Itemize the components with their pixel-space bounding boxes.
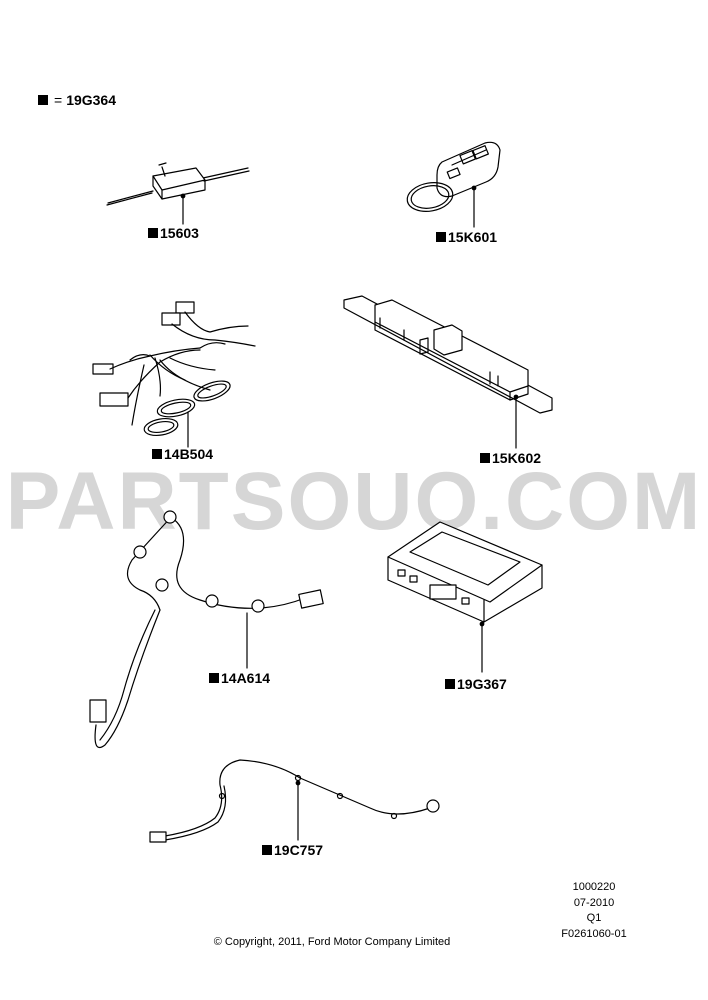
meta-figure: F0261060-01 [561, 927, 627, 940]
legend: =19G364 [38, 92, 116, 108]
module-19G367-drawing [387, 521, 543, 673]
antenna-15603-drawing [106, 162, 250, 225]
part-number: 14A614 [221, 670, 271, 686]
meta-quarter: Q1 [586, 912, 602, 924]
legend-meaning: 19G364 [66, 92, 117, 108]
legend-equals: = [54, 92, 63, 108]
part-label-15K602[interactable]: 15K602 [480, 450, 541, 466]
illustration-metadata: 1000220 07-2010 Q1 F0261060-01 [556, 880, 632, 942]
harness-14A614-drawing [89, 510, 324, 749]
square-symbol-icon [262, 845, 272, 855]
watermark-text: PARTSOUQ.COM [5, 456, 703, 547]
square-symbol-icon [38, 95, 48, 105]
square-symbol-icon [148, 228, 158, 238]
meta-date: 07-2010 [573, 896, 615, 909]
square-symbol-icon [436, 232, 446, 242]
harness-14B504-drawing [92, 301, 256, 448]
part-label-15603[interactable]: 15603 [148, 225, 199, 241]
part-label-19C757[interactable]: 19C757 [262, 842, 323, 858]
square-symbol-icon [209, 673, 219, 683]
part-label-14B504[interactable]: 14B504 [152, 446, 213, 462]
part-label-19G367[interactable]: 19G367 [445, 676, 507, 692]
copyright-notice: © Copyright, 2011, Ford Motor Company Li… [213, 936, 451, 948]
module-15K602-drawing [343, 295, 553, 449]
part-label-15K601[interactable]: 15K601 [436, 229, 497, 245]
square-symbol-icon [152, 449, 162, 459]
part-number: 15K601 [448, 229, 498, 245]
square-symbol-icon [480, 453, 490, 463]
key-fob-15K601-drawing [406, 141, 501, 228]
part-number: 19G367 [457, 676, 507, 692]
square-symbol-icon [445, 679, 455, 689]
part-label-14A614[interactable]: 14A614 [209, 670, 270, 686]
part-number: 14B504 [164, 446, 214, 462]
part-number: 15603 [160, 225, 199, 241]
meta-code: 1000220 [572, 881, 616, 893]
cable-19C757-drawing [149, 759, 440, 843]
part-number: 15K602 [492, 450, 542, 466]
part-number: 19C757 [274, 842, 324, 858]
